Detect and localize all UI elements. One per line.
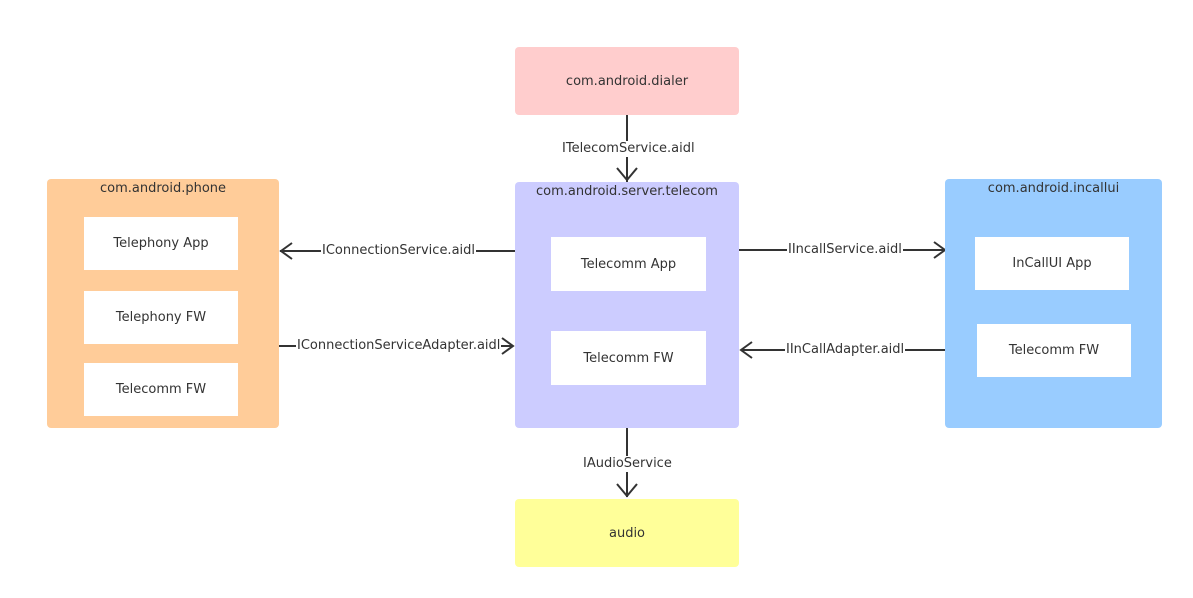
edge-label-connection-service-adapter: IConnectionServiceAdapter.aidl <box>296 338 502 354</box>
group-telecom: com.android.server.telecom Telecomm App … <box>515 182 739 428</box>
node-audio-label: audio <box>608 525 646 541</box>
edge-label-telecom-service: ITelecomService.aidl <box>561 141 696 157</box>
edge-connection-service-adapter-arrow <box>501 337 515 355</box>
node-telecom-telecomm-fw: Telecomm FW <box>551 331 706 385</box>
edge-label-audio-service: IAudioService <box>582 456 673 472</box>
node-dialer: com.android.dialer <box>515 47 739 115</box>
edge-incall-adapter-arrow <box>739 341 753 359</box>
group-incallui-title: com.android.incallui <box>987 181 1120 196</box>
edge-label-incall-service: IIncallService.aidl <box>787 242 903 258</box>
edge-label-incall-adapter: IInCallAdapter.aidl <box>785 342 906 358</box>
edge-audio-service-arrow <box>616 483 638 498</box>
edge-label-connection-service: IConnectionService.aidl <box>321 243 477 259</box>
group-telecom-title: com.android.server.telecom <box>536 184 718 199</box>
node-audio: audio <box>515 499 739 567</box>
group-incallui: com.android.incallui InCallUI App Teleco… <box>945 179 1162 428</box>
group-phone: com.android.phone Telephony App Telephon… <box>47 179 279 428</box>
node-phone-telecomm-fw: Telecomm FW <box>84 363 238 416</box>
node-incallui-telecomm-fw: Telecomm FW <box>977 324 1131 377</box>
group-phone-title: com.android.phone <box>99 181 227 196</box>
node-telephony-fw: Telephony FW <box>84 291 238 344</box>
node-incallui-app: InCallUI App <box>975 237 1129 290</box>
edge-telecom-service-arrow <box>616 167 638 182</box>
node-telephony-app: Telephony App <box>84 217 238 270</box>
edge-connection-service-arrow <box>279 242 293 260</box>
node-telecomm-app: Telecomm App <box>551 237 706 291</box>
node-dialer-label: com.android.dialer <box>565 73 689 89</box>
